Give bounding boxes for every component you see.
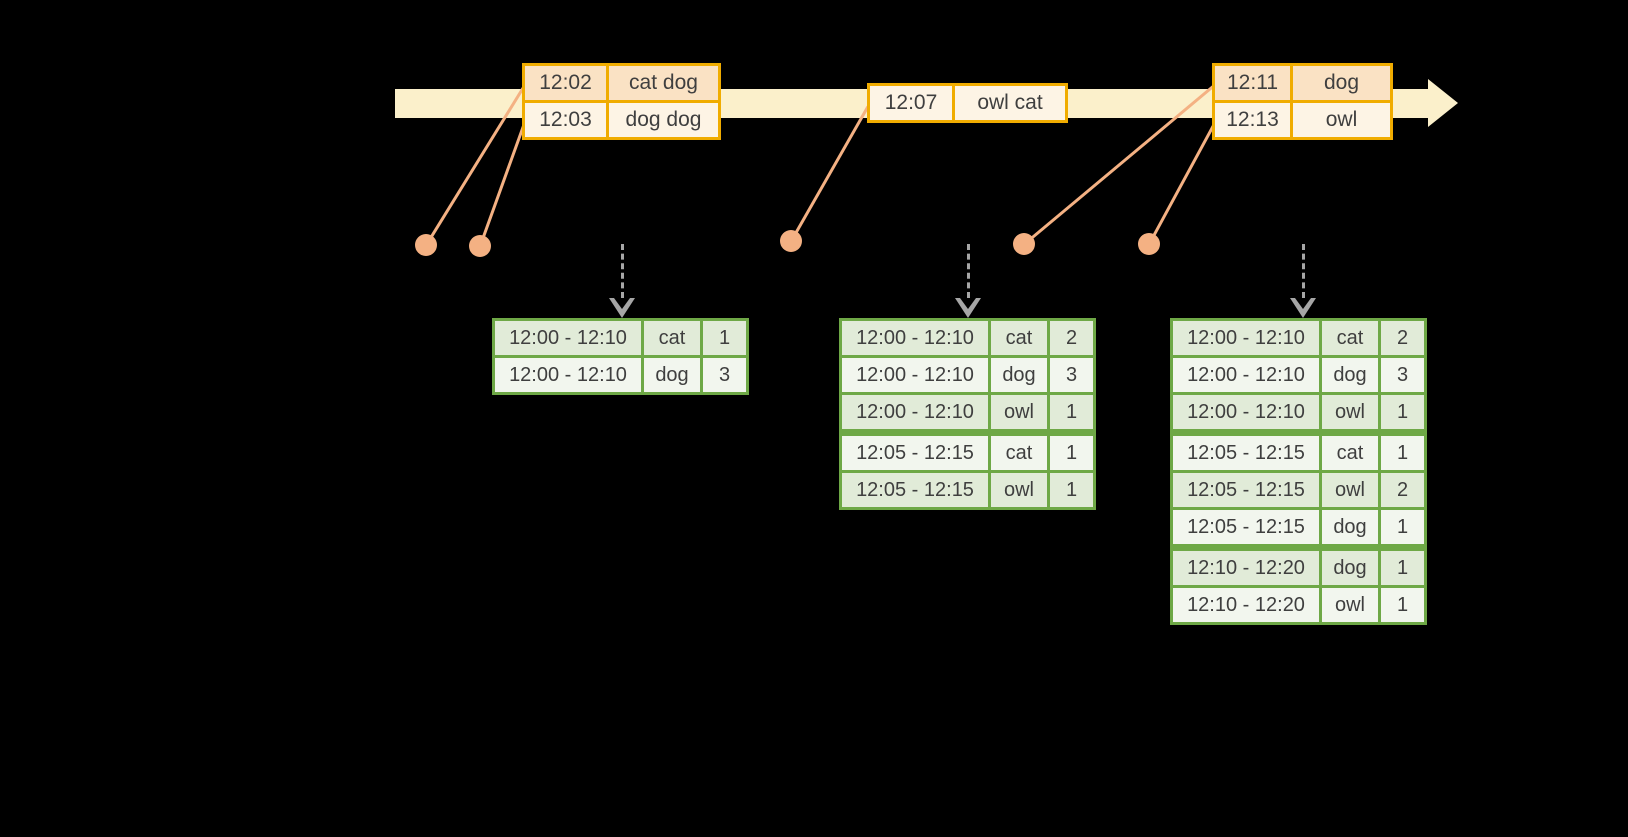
event-words-cell: cat dog xyxy=(609,66,718,100)
window-cell: 12:05 - 12:15 xyxy=(1173,510,1319,544)
window-cell: 12:05 - 12:15 xyxy=(1173,436,1319,470)
count-cell: 1 xyxy=(1050,436,1093,470)
window-cell: 12:00 - 12:10 xyxy=(1173,321,1319,355)
word-cell: cat xyxy=(644,321,700,355)
timeline-arrowhead-icon xyxy=(1428,79,1458,127)
window-cell: 12:00 - 12:10 xyxy=(495,321,641,355)
trigger-arrow-shaft xyxy=(620,244,624,298)
window-cell: 12:10 - 12:20 xyxy=(1173,588,1319,622)
window-cell: 12:00 - 12:10 xyxy=(495,358,641,392)
count-cell: 1 xyxy=(1381,510,1424,544)
event-words-cell: owl xyxy=(1293,103,1390,137)
event-time-cell: 12:03 xyxy=(525,103,606,137)
window-cell: 12:05 - 12:15 xyxy=(1173,473,1319,507)
count-cell: 3 xyxy=(703,358,746,392)
window-cell: 12:00 - 12:10 xyxy=(842,395,988,429)
count-cell: 1 xyxy=(1050,395,1093,429)
trigger-arrowhead-notch xyxy=(960,298,976,309)
window-cell: 12:00 - 12:10 xyxy=(842,321,988,355)
count-cell: 3 xyxy=(1381,358,1424,392)
count-cell: 1 xyxy=(1050,473,1093,507)
word-cell: owl xyxy=(1322,588,1378,622)
window-cell: 12:05 - 12:15 xyxy=(842,436,988,470)
event-words-cell: owl cat xyxy=(955,86,1065,120)
count-cell: 1 xyxy=(703,321,746,355)
count-cell: 1 xyxy=(1381,551,1424,585)
window-cell: 12:00 - 12:10 xyxy=(842,358,988,392)
event-dot xyxy=(780,230,802,252)
word-cell: owl xyxy=(1322,395,1378,429)
word-cell: owl xyxy=(991,395,1047,429)
count-cell: 3 xyxy=(1050,358,1093,392)
event-connector-line xyxy=(1147,123,1216,245)
word-cell: cat xyxy=(1322,436,1378,470)
event-time-cell: 12:13 xyxy=(1215,103,1290,137)
event-connector-line xyxy=(789,105,870,242)
trigger-arrow-shaft xyxy=(966,244,970,298)
word-cell: dog xyxy=(991,358,1047,392)
trigger-arrowhead-notch xyxy=(614,298,630,309)
window-cell: 12:05 - 12:15 xyxy=(842,473,988,507)
word-cell: cat xyxy=(1322,321,1378,355)
count-cell: 2 xyxy=(1381,321,1424,355)
count-cell: 1 xyxy=(1381,436,1424,470)
word-cell: dog xyxy=(1322,551,1378,585)
event-words-cell: dog dog xyxy=(609,103,718,137)
event-dot xyxy=(415,234,437,256)
trigger-arrow-shaft xyxy=(1301,244,1305,298)
window-cell: 12:00 - 12:10 xyxy=(1173,395,1319,429)
event-dot xyxy=(1138,233,1160,255)
window-cell: 12:10 - 12:20 xyxy=(1173,551,1319,585)
word-cell: dog xyxy=(644,358,700,392)
count-cell: 2 xyxy=(1381,473,1424,507)
count-cell: 2 xyxy=(1050,321,1093,355)
event-time-cell: 12:02 xyxy=(525,66,606,100)
count-cell: 1 xyxy=(1381,588,1424,622)
trigger-arrowhead-notch xyxy=(1295,298,1311,309)
word-cell: dog xyxy=(1322,358,1378,392)
event-words-cell: dog xyxy=(1293,66,1390,100)
count-cell: 1 xyxy=(1381,395,1424,429)
word-cell: owl xyxy=(1322,473,1378,507)
window-cell: 12:00 - 12:10 xyxy=(1173,358,1319,392)
word-cell: cat xyxy=(991,436,1047,470)
word-cell: owl xyxy=(991,473,1047,507)
event-time-cell: 12:11 xyxy=(1215,66,1290,100)
event-dot xyxy=(1013,233,1035,255)
event-time-cell: 12:07 xyxy=(870,86,952,120)
word-cell: cat xyxy=(991,321,1047,355)
event-connector-line xyxy=(478,123,526,247)
event-dot xyxy=(469,235,491,257)
word-cell: dog xyxy=(1322,510,1378,544)
